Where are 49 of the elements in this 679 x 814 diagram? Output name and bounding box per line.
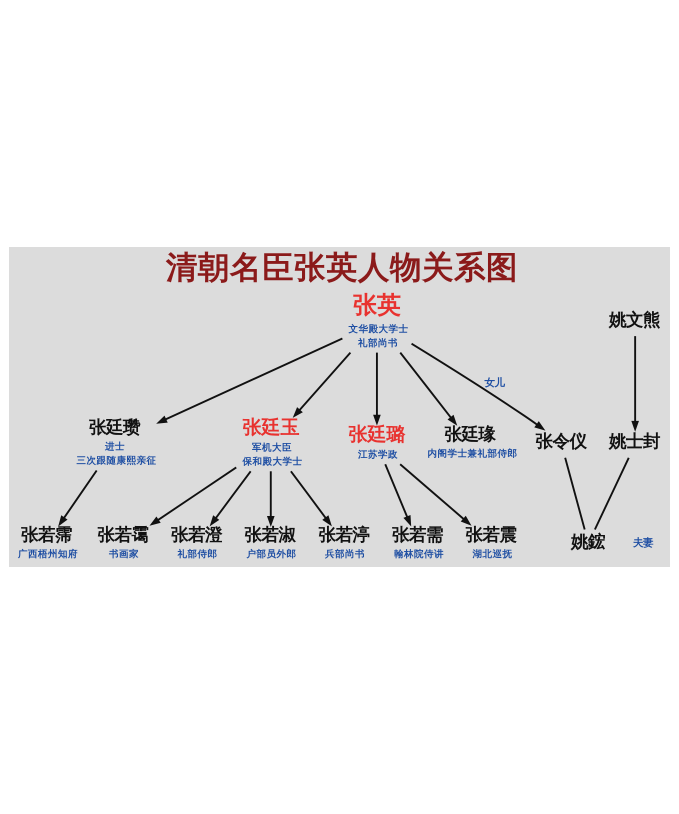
arrow (400, 352, 458, 426)
node-text: 张若霭 (97, 526, 148, 546)
node-label: 礼部侍郎 (178, 549, 218, 560)
node-text: 张令仪 (535, 432, 586, 452)
arrow (156, 338, 343, 424)
node-label: 文华殿大学士 (348, 324, 408, 335)
diagram-title: 清朝名臣张英人物关系图 (166, 248, 518, 286)
connector (564, 458, 586, 530)
node-label: 书画家 (108, 549, 139, 560)
arrow (384, 464, 412, 527)
arrow (58, 470, 98, 526)
node-text: 姚士封 (609, 432, 660, 452)
arrow (373, 352, 381, 426)
node-text: 张若需 (392, 526, 443, 546)
node-label: 广西梧州知府 (18, 549, 78, 560)
edge-label: 女儿 (484, 376, 505, 389)
node-text: 张廷瑑 (444, 424, 496, 445)
node-label: 翰林院侍讲 (394, 549, 444, 560)
node-text: 张廷玉 (242, 416, 300, 438)
node-text: 张若淑 (244, 526, 296, 546)
arrow (290, 470, 332, 526)
node-label: 保和殿大学士 (242, 456, 302, 468)
arrow (266, 471, 275, 527)
arrow (292, 352, 352, 418)
connector (594, 457, 630, 530)
node-text: 张若渟 (318, 526, 370, 546)
node-text: 张若霈 (20, 526, 72, 546)
node-text: 张廷瓒 (89, 418, 140, 438)
node-label: 三次跟随康熙亲征 (76, 456, 157, 467)
node-label: 兵部尚书 (325, 549, 366, 560)
node-label: 进士 (105, 441, 126, 452)
node-text: 张英 (353, 291, 402, 320)
node-label: 江苏学政 (358, 449, 398, 460)
node-label: 军机大臣 (252, 442, 292, 454)
node-text: 姚鋐 (570, 532, 605, 553)
arrow (631, 336, 639, 432)
node-text: 张若澄 (170, 526, 222, 546)
node-text: 张廷璐 (348, 423, 406, 446)
arrow (149, 466, 237, 526)
arrow (411, 342, 546, 431)
label: 夫妻 (632, 536, 653, 549)
node-label: 内阁学士兼礼部侍郎 (428, 448, 518, 460)
node-label: 礼部尚书 (358, 338, 398, 350)
node-text: 张若震 (466, 526, 517, 546)
node-label: 户部员外郎 (246, 549, 297, 560)
node-label: 湖北巡抚 (472, 549, 512, 560)
arrow (400, 464, 472, 526)
node-text: 姚文熊 (609, 310, 660, 330)
arrow (210, 470, 252, 526)
